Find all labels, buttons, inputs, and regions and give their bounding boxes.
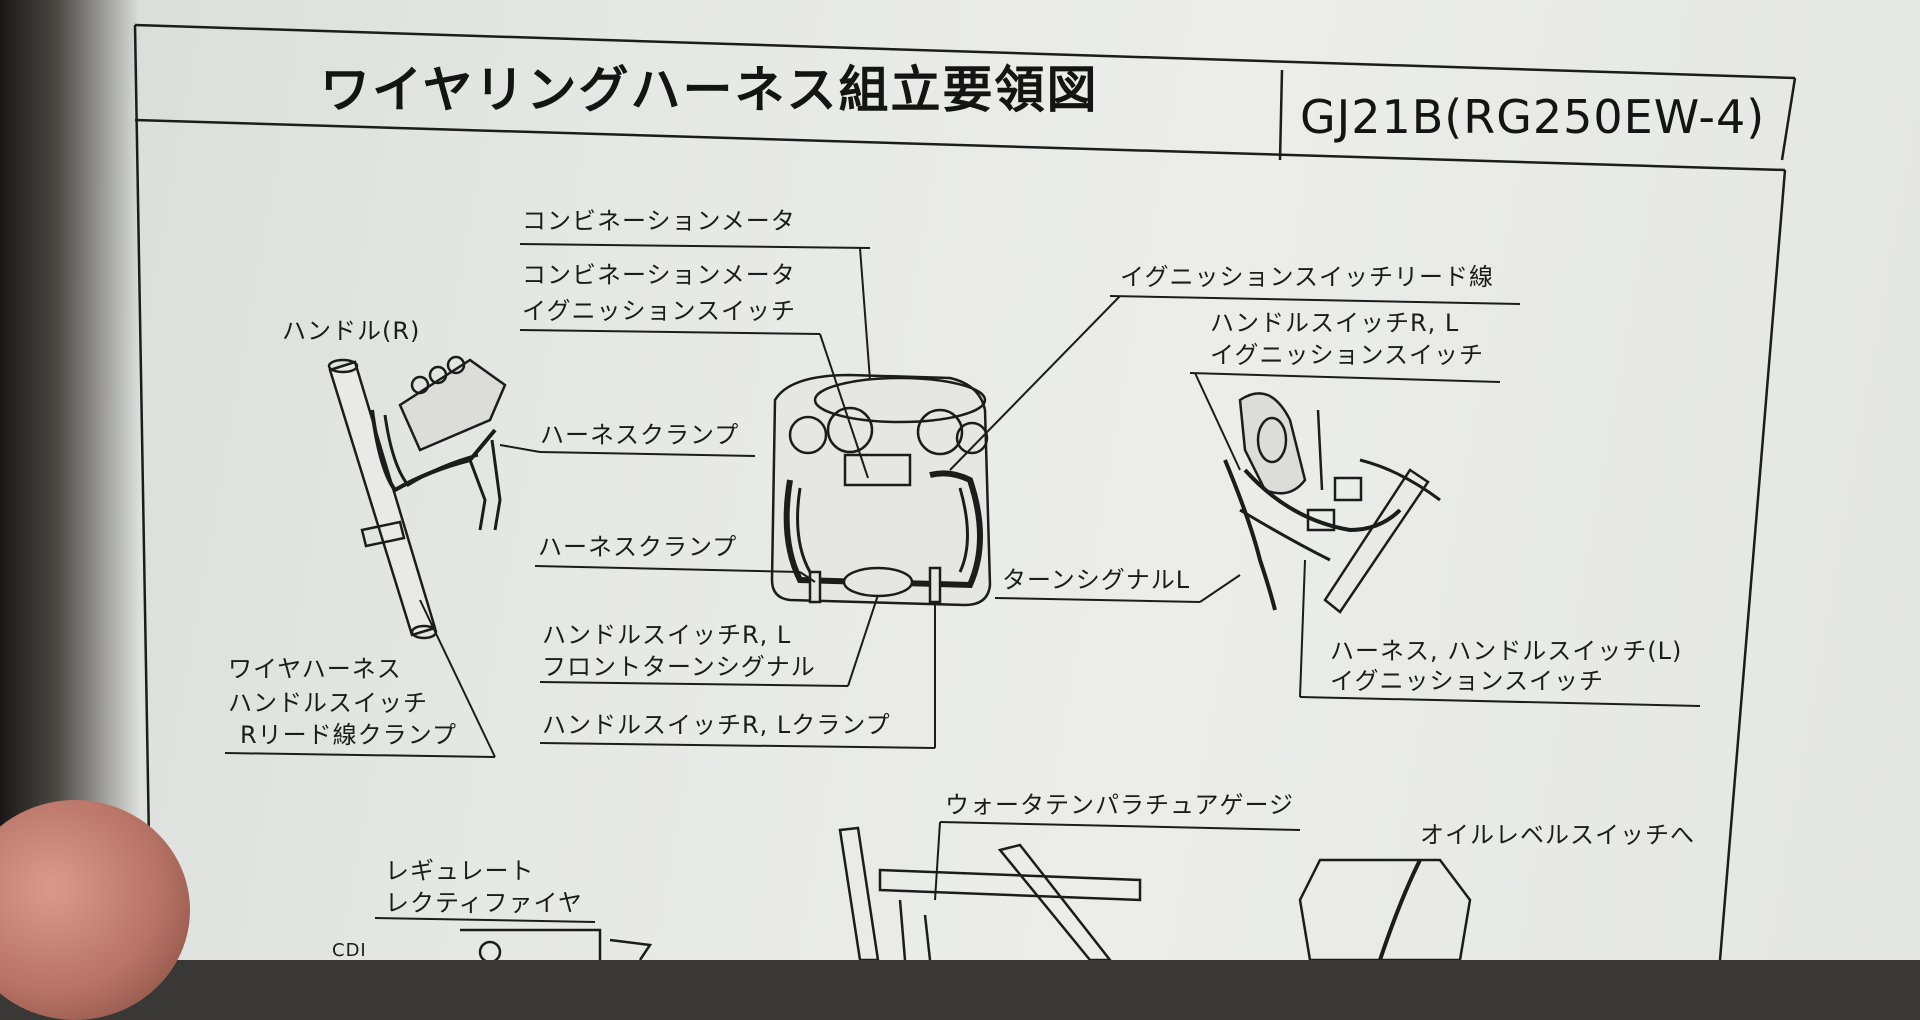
label-handle-sw-ign-line1: ハンドルスイッチR, L bbox=[1210, 309, 1460, 337]
leader-harness-clamp-1-tip bbox=[499, 444, 541, 453]
leader-ignition-lead bbox=[1109, 295, 1521, 305]
combination-meter-illustration bbox=[770, 373, 992, 607]
label-handle-r: ハンドル(R) bbox=[282, 317, 421, 345]
handle-r-illustration bbox=[327, 355, 507, 640]
header-model-divider bbox=[1278, 69, 1284, 161]
label-wire-harness-line2: ハンドルスイッチ bbox=[228, 689, 428, 717]
leader-ignition-lead-drop bbox=[949, 295, 1121, 471]
frame-right-border bbox=[1780, 77, 1797, 161]
label-ignition-lead: イグニッションスイッチリード線 bbox=[1120, 263, 1495, 291]
label-harness-clamp-2: ハーネスクランプ bbox=[538, 533, 738, 561]
leader-handle-front-rise bbox=[847, 594, 879, 687]
label-oil-level: オイルレベルスイッチへ bbox=[1420, 821, 1695, 849]
label-water-temp: ウォータテンパラチュアゲージ bbox=[945, 791, 1295, 819]
leader-meter-ignition-drop bbox=[819, 333, 869, 479]
label-wire-harness-line1: ワイヤハーネス bbox=[228, 655, 402, 683]
leader-turn-signal-l-tip bbox=[1199, 574, 1241, 603]
label-meter-ignition-line1: コンビネーションメータ bbox=[522, 261, 796, 289]
page-title: ワイヤリングハーネス組立要領図 bbox=[320, 61, 1099, 119]
leader-meter-ignition bbox=[519, 329, 821, 335]
leader-regulator bbox=[374, 917, 596, 923]
label-handle-clamp: ハンドルスイッチR, Lクランプ bbox=[542, 711, 891, 739]
leader-water-temp bbox=[939, 821, 1301, 831]
leader-combination-meter-drop bbox=[859, 247, 871, 381]
leader-turn-signal-l bbox=[994, 597, 1201, 603]
leader-harness-clamp-2 bbox=[534, 565, 801, 573]
leader-harness-handle-l bbox=[1299, 696, 1701, 707]
leader-combination-meter bbox=[519, 243, 871, 249]
label-harness-handle-l-line2: イグニッションスイッチ bbox=[1330, 667, 1605, 695]
label-turn-signal-l: ターンシグナルL bbox=[1002, 566, 1191, 594]
label-meter-ignition-line2: イグニッションスイッチ bbox=[522, 297, 797, 325]
label-handle-front-line1: ハンドルスイッチR, L bbox=[542, 621, 792, 649]
handle-l-illustration bbox=[1223, 392, 1441, 614]
leader-handle-sw-ign-drop bbox=[1194, 372, 1241, 471]
model-number: GJ21B(RG250EW-4) bbox=[1300, 90, 1766, 144]
leader-lines bbox=[224, 243, 1701, 923]
label-handle-front-line2: フロントターンシグナル bbox=[542, 653, 816, 681]
wiring-diagram bbox=[133, 23, 1797, 960]
label-harness-handle-l-line1: ハーネス, ハンドルスイッチ(L) bbox=[1330, 637, 1683, 665]
leader-handle-sw-ign bbox=[1189, 372, 1501, 383]
frame-top-border bbox=[134, 23, 1796, 80]
label-handle-sw-ign-line2: イグニッションスイッチ bbox=[1210, 341, 1485, 369]
leader-wire-harness-rise bbox=[419, 599, 496, 758]
bottom-illustrations bbox=[460, 826, 1472, 960]
label-regulator-line2: レクティファイヤ bbox=[385, 889, 583, 917]
header-divider bbox=[134, 118, 1786, 172]
frame-left-border bbox=[133, 24, 152, 901]
label-wire-harness-line3: Rリード線クランプ bbox=[240, 721, 457, 749]
leader-harness-handle-l-rise bbox=[1299, 559, 1306, 698]
label-combination-meter: コンビネーションメータ bbox=[522, 207, 796, 235]
leader-water-temp-drop bbox=[934, 821, 941, 901]
leader-harness-clamp-1 bbox=[539, 451, 756, 457]
label-regulator-line1: レギュレート bbox=[385, 857, 535, 885]
leader-wire-harness bbox=[224, 752, 496, 758]
leader-handle-front bbox=[539, 681, 849, 687]
leader-harness-clamp-2-tip bbox=[799, 571, 816, 583]
leader-handle-clamp bbox=[539, 742, 936, 749]
label-harness-clamp-1: ハーネスクランプ bbox=[540, 421, 740, 449]
label-cdi: CDI bbox=[332, 940, 367, 961]
frame-right-lower-border bbox=[1718, 169, 1787, 960]
